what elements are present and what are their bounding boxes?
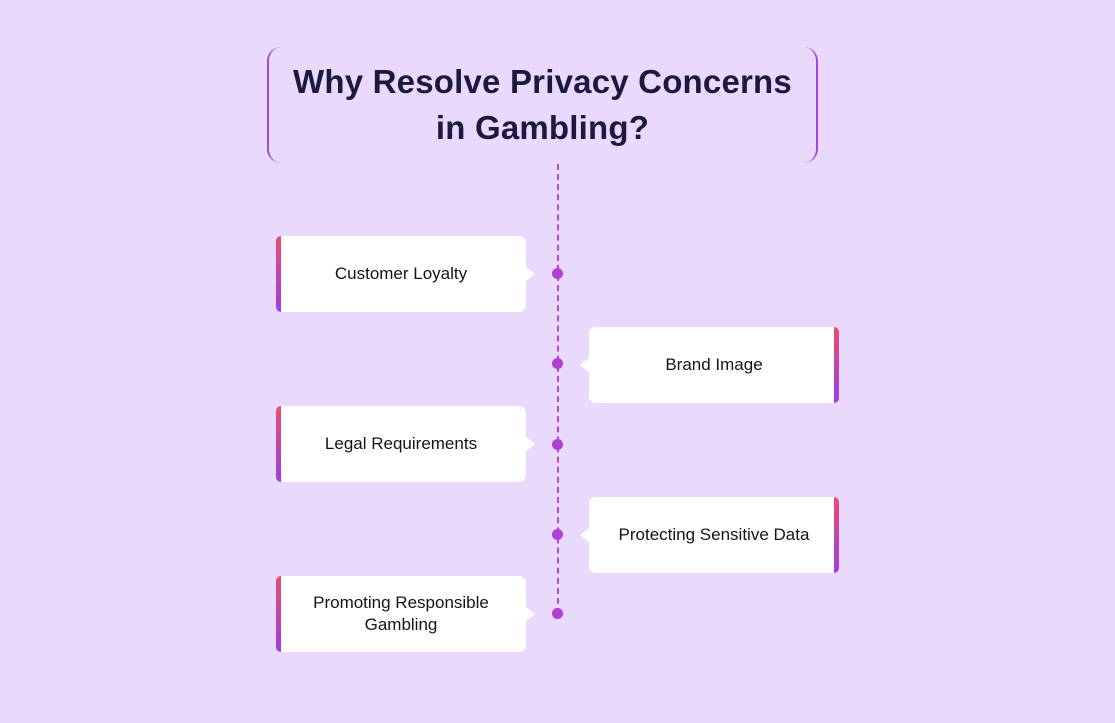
card-pointer xyxy=(580,527,590,543)
card-pointer xyxy=(525,606,535,622)
title-frame: Why Resolve Privacy Concerns in Gambling… xyxy=(267,47,818,163)
item-card-customer-loyalty: Customer Loyalty xyxy=(276,236,535,312)
card-accent-bar xyxy=(834,497,839,573)
timeline-dot-4 xyxy=(552,529,563,540)
card-accent-bar xyxy=(276,406,281,482)
timeline-dot-5 xyxy=(552,608,563,619)
item-card-brand-image: Brand Image xyxy=(580,327,839,403)
item-label: Promoting Responsible Gambling xyxy=(313,593,489,634)
diagram-title: Why Resolve Privacy Concerns in Gambling… xyxy=(293,63,792,146)
card-pointer xyxy=(580,357,590,373)
item-label: Brand Image xyxy=(665,355,763,374)
card-accent-bar xyxy=(276,576,281,652)
timeline-dot-3 xyxy=(552,439,563,450)
card-accent-bar xyxy=(834,327,839,403)
item-card-protecting-sensitive-data: Protecting Sensitive Data xyxy=(580,497,839,573)
card-pointer xyxy=(525,436,535,452)
timeline-spine xyxy=(557,164,559,614)
item-label: Legal Requirements xyxy=(324,434,478,453)
item-card-legal-requirements: Legal Requirements xyxy=(276,406,535,482)
timeline-dot-2 xyxy=(552,358,563,369)
card-accent-bar xyxy=(276,236,281,312)
item-card-promoting-responsible-gambling: Promoting Responsible Gambling xyxy=(276,576,535,652)
item-label: Customer Loyalty xyxy=(334,264,468,283)
timeline-dot-1 xyxy=(552,268,563,279)
card-pointer xyxy=(525,266,535,282)
item-label: Protecting Sensitive Data xyxy=(618,525,810,544)
